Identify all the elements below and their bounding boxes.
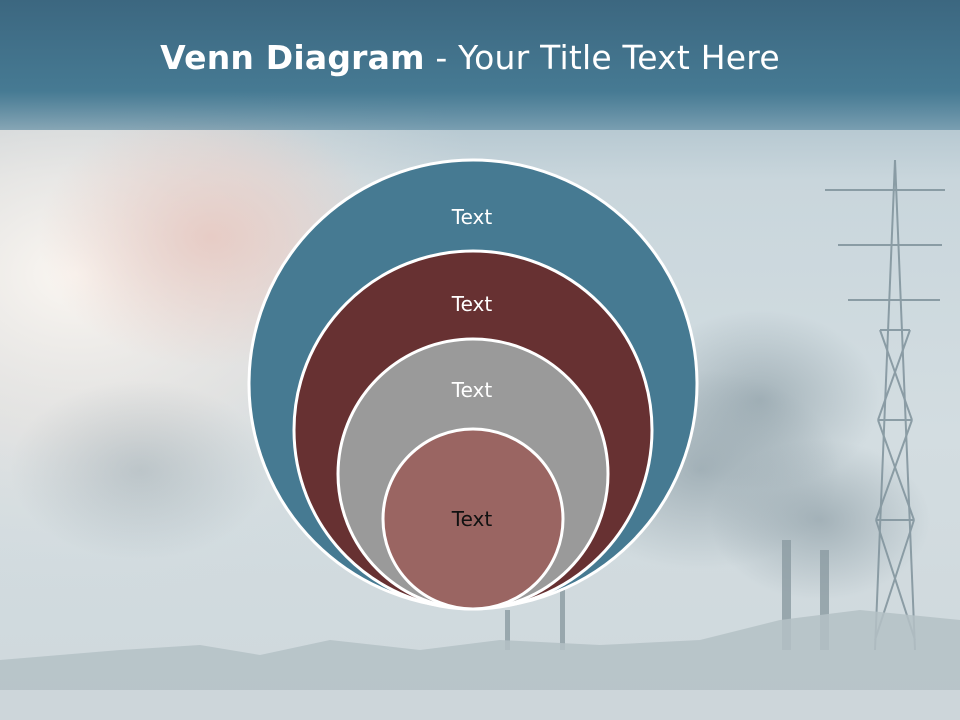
title-rest: - Your Title Text Here xyxy=(424,38,780,77)
header-band xyxy=(0,0,960,130)
slide-title: Venn Diagram - Your Title Text Here xyxy=(0,38,940,77)
circle-second-label: Text xyxy=(451,292,493,316)
circle-inner xyxy=(381,427,565,611)
circle-third-label: Text xyxy=(451,378,493,402)
title-bold: Venn Diagram xyxy=(160,38,425,77)
circle-outer-label: Text xyxy=(451,205,493,229)
circle-inner-label: Text xyxy=(451,507,493,531)
